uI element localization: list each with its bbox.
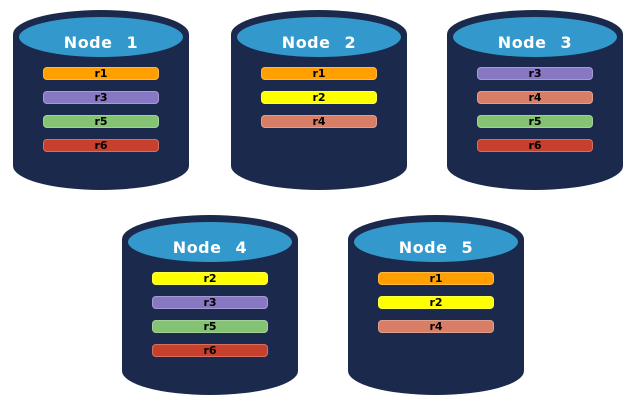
replica-bar-r3: r3	[477, 67, 593, 80]
replica-bar-r5: r5	[43, 115, 159, 128]
replica-bar-r6: r6	[43, 139, 159, 152]
replica-bar-r4: r4	[261, 115, 377, 128]
node-title: Node 1	[63, 33, 139, 52]
node-3: Node 3 r3 r4 r5 r6	[447, 10, 623, 190]
node-5: Node 5 r1 r2 r4	[348, 215, 524, 395]
node-1: Node 1 r1 r3 r5 r6	[13, 10, 189, 190]
database-cylinder-icon	[122, 215, 298, 395]
replica-bar-r6: r6	[477, 139, 593, 152]
replica-bar-r4: r4	[477, 91, 593, 104]
node-4: Node 4 r2 r3 r5 r6	[122, 215, 298, 395]
replica-bar-r2: r2	[152, 272, 268, 285]
replica-bar-list: r3 r4 r5 r6	[477, 67, 593, 152]
replica-bar-r5: r5	[152, 320, 268, 333]
replica-bar-r1: r1	[261, 67, 377, 80]
replica-bar-r1: r1	[43, 67, 159, 80]
database-cylinder-icon	[348, 215, 524, 395]
replica-bar-r2: r2	[378, 296, 494, 309]
replica-bar-r4: r4	[378, 320, 494, 333]
replica-bar-r1: r1	[378, 272, 494, 285]
database-cylinder-icon	[447, 10, 623, 190]
replica-bar-r2: r2	[261, 91, 377, 104]
replica-bar-r5: r5	[477, 115, 593, 128]
node-title: Node 3	[497, 33, 573, 52]
replica-bar-r3: r3	[43, 91, 159, 104]
replica-bar-list: r1 r2 r4	[378, 272, 494, 333]
replica-bar-list: r1 r3 r5 r6	[43, 67, 159, 152]
node-title: Node 5	[398, 238, 474, 257]
replica-bar-r3: r3	[152, 296, 268, 309]
node-title: Node 4	[172, 238, 248, 257]
replica-bar-r6: r6	[152, 344, 268, 357]
node-title: Node 2	[281, 33, 357, 52]
replica-bar-list: r1 r2 r4	[261, 67, 377, 128]
replica-bar-list: r2 r3 r5 r6	[152, 272, 268, 357]
node-2: Node 2 r1 r2 r4	[231, 10, 407, 190]
